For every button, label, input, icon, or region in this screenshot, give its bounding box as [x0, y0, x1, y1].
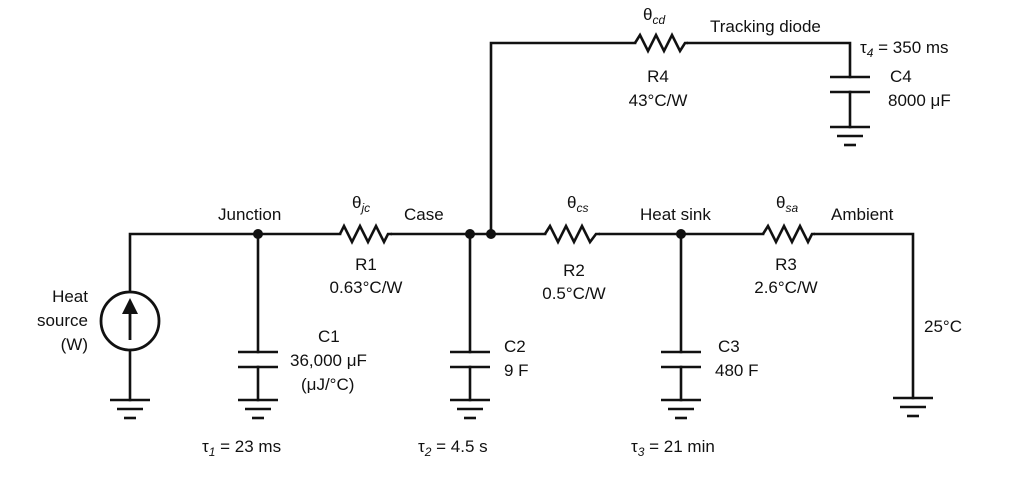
r3-theta-label: θsa — [776, 193, 798, 215]
heat-sink-label: Heat sink — [640, 205, 711, 224]
r3-value: 2.6°C/W — [754, 278, 817, 297]
ground-icon — [830, 125, 870, 147]
r2-name: R2 — [563, 261, 585, 280]
r2-resistor — [543, 223, 600, 245]
c2-name: C2 — [504, 337, 526, 356]
ambient-label: Ambient — [831, 205, 894, 224]
c2-value: 9 F — [504, 361, 529, 380]
ambient-temp-label: 25°C — [924, 317, 962, 336]
c1-value: 36,000 μF — [290, 351, 367, 370]
r3-name: R3 — [775, 255, 797, 274]
c4-value: 8000 μF — [888, 91, 951, 110]
junction-label: Junction — [218, 205, 281, 224]
c1-name: C1 — [318, 327, 340, 346]
tau4-label: τ4 = 350 ms — [860, 38, 949, 60]
heat-source-line3: (W) — [61, 335, 88, 354]
r4-resistor — [633, 32, 688, 54]
left-wire — [128, 232, 342, 294]
r4-value: 43°C/W — [629, 91, 688, 110]
heat-source-line1: Heat — [52, 287, 88, 306]
c4-capacitor — [830, 75, 870, 129]
r3-resistor — [761, 223, 815, 245]
tracking-branch-wire — [489, 41, 637, 236]
ground-icon — [110, 398, 150, 420]
tau2-label: τ2 = 4.5 s — [418, 437, 488, 459]
tracking-branch-wire-2 — [686, 41, 852, 79]
branch-node-dot — [486, 229, 496, 239]
ground-icon — [661, 398, 701, 420]
tracking-diode-label: Tracking diode — [710, 17, 821, 36]
r4-theta-label: θcd — [643, 5, 665, 27]
r2-value: 0.5°C/W — [542, 284, 605, 303]
ground-icon — [238, 398, 278, 420]
ground-icon — [450, 398, 490, 420]
c3-name: C3 — [718, 337, 740, 356]
r1-theta-label: θjc — [352, 193, 370, 215]
ambient-wire — [813, 232, 915, 400]
c1-capacitor — [238, 232, 278, 402]
c4-name: C4 — [890, 67, 912, 86]
case-label: Case — [404, 205, 444, 224]
ground-icon — [893, 396, 933, 418]
c3-value: 480 F — [715, 361, 758, 380]
r1-value: 0.63°C/W — [330, 278, 403, 297]
heat-source-line2: source — [37, 311, 88, 330]
c3-capacitor — [661, 232, 701, 402]
r1-name: R1 — [355, 255, 377, 274]
tau1-label: τ1 = 23 ms — [202, 437, 281, 459]
r4-name: R4 — [647, 67, 669, 86]
c2-capacitor — [450, 232, 490, 402]
tau3-label: τ3 = 21 min — [631, 437, 715, 459]
c1-unit-note: (μJ/°C) — [301, 375, 354, 394]
r1-resistor — [338, 223, 392, 245]
r2-theta-label: θcs — [567, 193, 588, 215]
heat-source-symbol — [99, 290, 161, 352]
